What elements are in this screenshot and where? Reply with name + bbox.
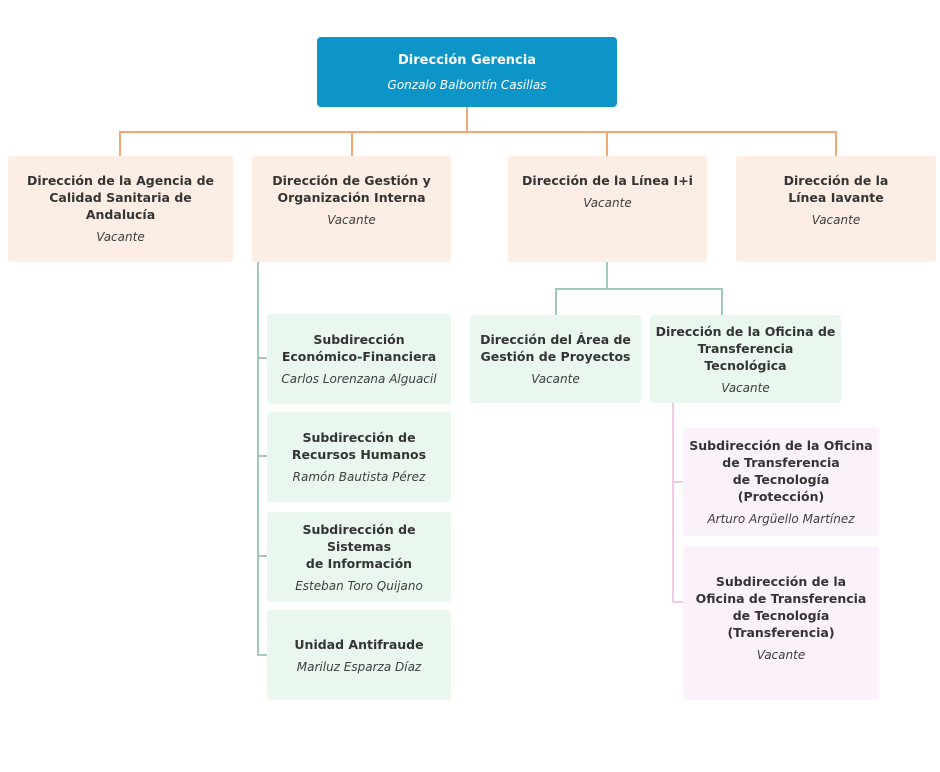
node-person: Vacante	[531, 372, 580, 386]
connector-stub-transferencia	[672, 601, 684, 603]
node-title: Dirección Gerencia	[398, 52, 536, 68]
connector-drop-linea-ii	[606, 131, 608, 156]
org-node-subdireccion-tt-proteccion[interactable]: Subdirección de la Oficina de Transferen…	[683, 428, 879, 536]
node-person: Arturo Argüello Martínez	[707, 512, 855, 526]
connector-linea-ii-horizontal	[555, 288, 723, 290]
node-title: Subdirección de la Oficina de Transferen…	[695, 574, 867, 640]
connector-drop-proyectos	[555, 288, 557, 315]
connector-stub-sistemas	[257, 555, 267, 557]
node-person: Vacante	[583, 196, 632, 210]
org-node-agencia-calidad[interactable]: Dirección de la Agencia de Calidad Sanit…	[8, 156, 233, 262]
node-title: Dirección de la Oficina de Transferencia…	[655, 323, 836, 373]
org-node-direccion-gerencia[interactable]: Dirección Gerencia Gonzalo Balbontín Cas…	[317, 37, 617, 107]
node-title: Dirección de la Agencia de Calidad Sanit…	[27, 173, 214, 222]
connector-gestion-rail	[257, 262, 259, 656]
connector-stub-economico	[257, 357, 267, 359]
node-title: Unidad Antifraude	[294, 636, 424, 652]
connector-stub-rrhh	[257, 455, 267, 457]
org-node-subdireccion-sistemas[interactable]: Subdirección de Sistemas de Información …	[267, 512, 451, 602]
node-person: Vacante	[96, 230, 145, 244]
node-title: Subdirección Económico-Financiera	[281, 332, 437, 364]
node-person: Vacante	[756, 648, 806, 662]
node-person: Carlos Lorenzana Alguacil	[281, 372, 437, 386]
connector-drop-iavante	[835, 131, 837, 156]
org-node-linea-iavante[interactable]: Dirección de la Línea Iavante Vacante	[736, 156, 936, 262]
connector-drop-oficina-tt	[721, 288, 723, 315]
org-node-subdireccion-tt-transferencia[interactable]: Subdirección de la Oficina de Transferen…	[683, 546, 879, 700]
node-person: Vacante	[721, 380, 770, 395]
node-title: Dirección de la Línea I+i	[522, 173, 693, 188]
node-title: Subdirección de la Oficina de Transferen…	[689, 438, 873, 504]
node-person: Vacante	[327, 213, 376, 227]
connector-oficina-rail	[672, 403, 674, 603]
node-title: Dirección del Área de Gestión de Proyect…	[480, 332, 631, 364]
connector-level2-horizontal	[119, 131, 837, 133]
node-person: Esteban Toro Quijano	[295, 578, 423, 593]
node-person: Vacante	[811, 213, 861, 227]
node-title: Dirección de la Línea Iavante	[783, 173, 889, 205]
node-title: Dirección de Gestión y Organización Inte…	[272, 173, 431, 205]
connector-stub-proteccion	[672, 481, 684, 483]
node-title: Subdirección de Sistemas de Información	[302, 521, 416, 571]
node-person: Ramón Bautista Pérez	[292, 470, 426, 484]
connector-drop-agencia	[119, 131, 121, 156]
node-person: Gonzalo Balbontín Casillas	[387, 77, 547, 92]
node-title: Subdirección de Recursos Humanos	[291, 430, 427, 462]
org-node-subdireccion-economico[interactable]: Subdirección Económico-Financiera Carlos…	[267, 314, 451, 404]
org-node-unidad-antifraude[interactable]: Unidad Antifraude Mariluz Esparza Díaz	[267, 610, 451, 700]
org-node-subdireccion-rrhh[interactable]: Subdirección de Recursos Humanos Ramón B…	[267, 412, 451, 502]
connector-stub-antifraude	[257, 654, 267, 656]
connector-root-vertical	[466, 107, 468, 132]
node-person: Mariluz Esparza Díaz	[296, 659, 422, 674]
connector-drop-gestion	[351, 131, 353, 156]
org-node-gestion-organizacion[interactable]: Dirección de Gestión y Organización Inte…	[252, 156, 451, 262]
org-node-oficina-transferencia[interactable]: Dirección de la Oficina de Transferencia…	[650, 315, 841, 403]
org-node-area-gestion-proyectos[interactable]: Dirección del Área de Gestión de Proyect…	[470, 315, 641, 403]
org-node-linea-ii[interactable]: Dirección de la Línea I+i Vacante	[508, 156, 707, 262]
connector-linea-ii-vertical	[606, 262, 608, 290]
